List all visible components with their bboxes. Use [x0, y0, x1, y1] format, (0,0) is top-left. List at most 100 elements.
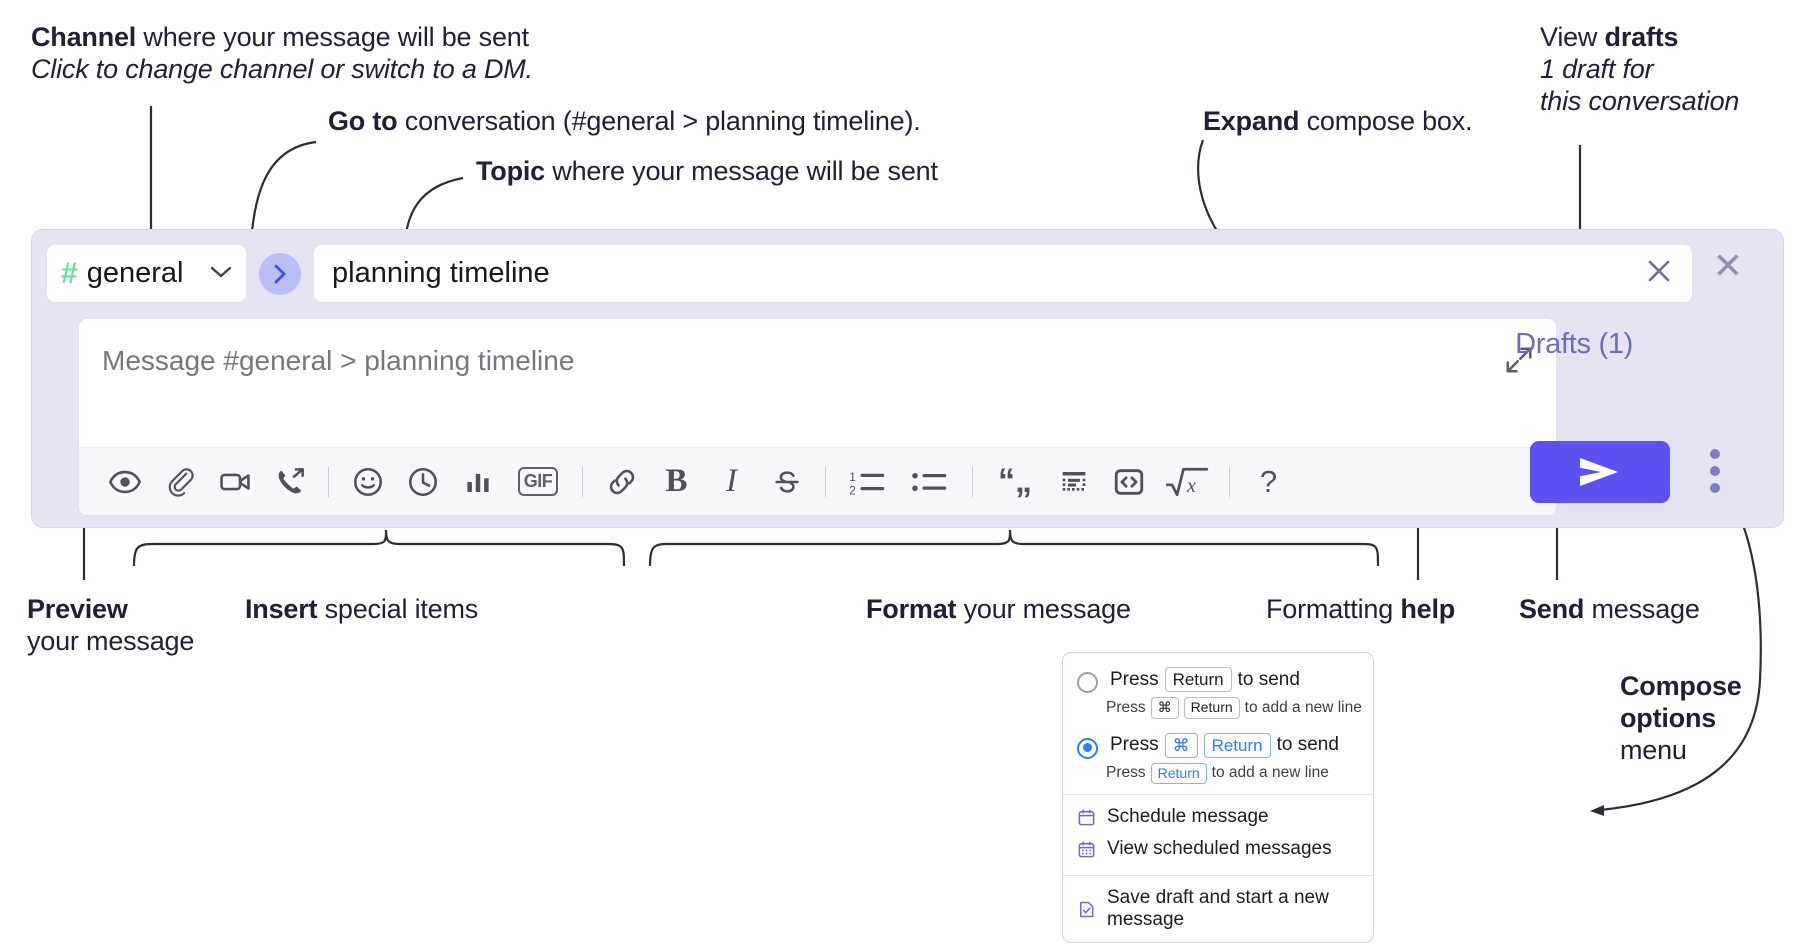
- close-panel-icon[interactable]: ✕: [1712, 245, 1743, 286]
- chevron-down-icon: [210, 262, 232, 285]
- gif-label: GIF: [517, 467, 559, 496]
- code-icon[interactable]: [1101, 459, 1156, 505]
- document-check-icon: [1077, 900, 1096, 919]
- annotation-topic: Topic where your message will be sent: [476, 156, 938, 188]
- bold-icon[interactable]: B: [649, 459, 704, 505]
- annotation-help-normal: Formatting: [1266, 594, 1401, 624]
- phone-forward-icon[interactable]: [262, 459, 317, 505]
- option2-prefix: Press: [1110, 734, 1159, 756]
- toolbar-divider: [972, 466, 973, 497]
- kebab-dot: [1710, 483, 1720, 493]
- bar-chart-icon[interactable]: [450, 459, 505, 505]
- annotation-compose-rest: menu: [1620, 734, 1687, 765]
- option1-sub: Press ⌘ Return to add a new line: [1106, 697, 1373, 719]
- option1-sub-key-cmd: ⌘: [1150, 697, 1179, 719]
- compose-panel: ✕ # general planning timeline Message #g…: [31, 229, 1784, 528]
- video-camera-icon[interactable]: [207, 459, 262, 505]
- option2-key-return: Return: [1203, 732, 1271, 758]
- compose-options-button[interactable]: [1710, 449, 1720, 493]
- option2-suffix: to send: [1276, 734, 1339, 756]
- annotation-preview-bold: Preview: [27, 594, 128, 624]
- option1-suffix: to send: [1237, 668, 1300, 690]
- send-option-return[interactable]: Press Return to send: [1063, 663, 1373, 693]
- option2-sub: Press Return to add a new line: [1106, 762, 1373, 784]
- expand-compose-icon[interactable]: [1504, 345, 1534, 375]
- annotation-compose-bold1: Compose: [1620, 671, 1742, 701]
- option1-key-return: Return: [1164, 667, 1232, 693]
- blockquote-glyph: “„: [998, 462, 1032, 500]
- annotation-expand: Expand compose box.: [1203, 106, 1473, 138]
- italic-label: I: [726, 463, 737, 499]
- menu-item-schedule-message[interactable]: Schedule message: [1063, 801, 1373, 833]
- math-icon[interactable]: x: [1156, 459, 1218, 505]
- clear-topic-icon[interactable]: [1644, 256, 1674, 292]
- option1-main: Press Return to send: [1110, 667, 1300, 693]
- send-option-cmd-return[interactable]: Press ⌘ Return to send: [1063, 729, 1373, 759]
- annotation-insert: Insert special items: [245, 594, 478, 626]
- emoji-icon[interactable]: [340, 459, 395, 505]
- help-label: ?: [1259, 463, 1278, 499]
- drafts-link[interactable]: Drafts (1): [1515, 328, 1633, 360]
- bold-label: B: [665, 463, 688, 499]
- menu-item-save-draft[interactable]: Save draft and start a new message: [1063, 882, 1373, 936]
- annotation-goto: Go to conversation (#general > planning …: [328, 106, 921, 138]
- toolbar-divider: [582, 466, 583, 497]
- annotation-goto-rest: conversation (#general > planning timeli…: [397, 106, 921, 136]
- code-block-icon[interactable]: [1046, 459, 1101, 505]
- annotation-drafts: View drafts 1 draft for this conversatio…: [1540, 22, 1739, 118]
- blockquote-icon[interactable]: “„: [984, 459, 1046, 505]
- strikethrough-icon[interactable]: [759, 459, 814, 505]
- annotation-channel-italic: Click to change channel or switch to a D…: [31, 53, 533, 84]
- option1-sub-key-return: Return: [1183, 697, 1240, 719]
- link-icon[interactable]: [594, 459, 649, 505]
- annotation-send: Send message: [1519, 594, 1700, 626]
- annotation-topic-bold: Topic: [476, 156, 545, 186]
- option2-sub-suffix: to add a new line: [1211, 764, 1329, 782]
- annotation-drafts-normal: View: [1540, 22, 1605, 52]
- eye-icon[interactable]: [97, 459, 152, 505]
- menu-item-view-scheduled[interactable]: View scheduled messages: [1063, 833, 1373, 865]
- toolbar-divider: [825, 466, 826, 497]
- annotation-format-bold: Format: [866, 594, 957, 624]
- message-input-box[interactable]: Message #general > planning timeline: [78, 318, 1557, 516]
- annotation-send-rest: message: [1584, 594, 1700, 624]
- annotation-compose-bold2: options: [1620, 702, 1717, 733]
- annotation-channel: Channel where your message will be sent …: [31, 22, 533, 86]
- annotation-goto-bold: Go to: [328, 106, 398, 136]
- radio-unselected[interactable]: [1077, 672, 1098, 693]
- annotation-format: Format your message: [866, 594, 1131, 626]
- send-button[interactable]: [1530, 441, 1670, 503]
- hash-icon: #: [61, 256, 78, 290]
- go-to-conversation-button[interactable]: [259, 252, 301, 295]
- bulleted-list-icon[interactable]: [899, 459, 961, 505]
- option2-key-cmd: ⌘: [1164, 732, 1198, 758]
- compose-options-menu: Press Return to send Press ⌘ Return to a…: [1062, 652, 1374, 943]
- svg-text:x: x: [1186, 474, 1196, 496]
- italic-icon[interactable]: I: [704, 459, 759, 505]
- help-icon[interactable]: ?: [1241, 459, 1296, 505]
- toolbar-divider: [328, 466, 329, 497]
- calendar-icon: [1077, 808, 1096, 827]
- option1-prefix: Press: [1110, 668, 1159, 690]
- channel-selector[interactable]: # general: [46, 244, 247, 303]
- gif-icon[interactable]: GIF: [505, 459, 571, 505]
- radio-selected[interactable]: [1077, 737, 1098, 759]
- annotation-insert-rest: special items: [317, 594, 479, 624]
- calendar-grid-icon: [1077, 840, 1096, 859]
- channel-name: general: [86, 257, 184, 289]
- annotation-channel-bold: Channel: [31, 22, 137, 52]
- paperclip-icon[interactable]: [152, 459, 207, 505]
- send-arrow-icon: [1580, 458, 1618, 486]
- topic-input[interactable]: planning timeline: [313, 244, 1693, 303]
- annotation-expand-rest: compose box.: [1299, 106, 1473, 136]
- option2-sub-key-return: Return: [1150, 762, 1207, 784]
- annotation-expand-bold: Expand: [1203, 106, 1300, 136]
- message-placeholder: Message #general > planning timeline: [102, 345, 575, 376]
- annotation-topic-rest: where your message will be sent: [545, 156, 938, 186]
- annotation-preview: Preview your message: [27, 594, 194, 658]
- annotation-insert-bold: Insert: [245, 594, 318, 624]
- clock-icon[interactable]: [395, 459, 450, 505]
- menu-divider: [1063, 794, 1373, 795]
- annotation-preview-rest: your message: [27, 625, 195, 656]
